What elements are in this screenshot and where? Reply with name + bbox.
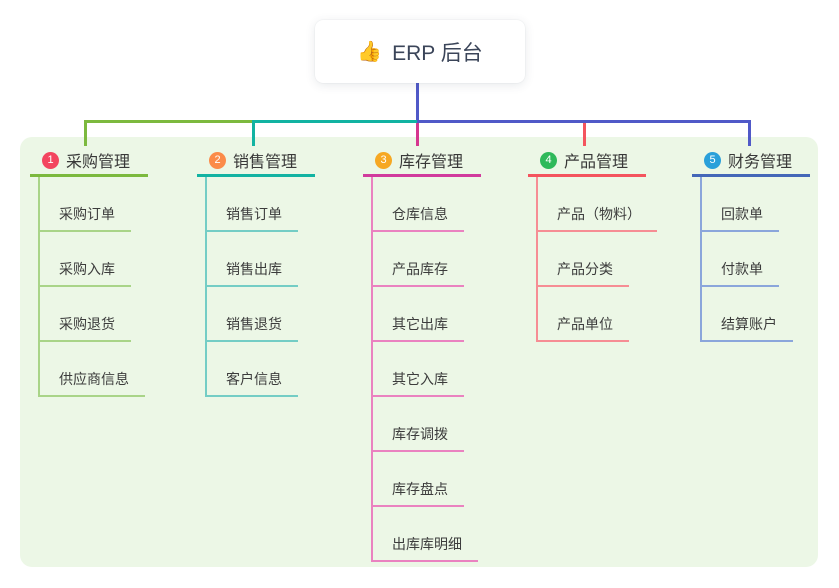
- node-purchase-order[interactable]: 采购订单: [38, 177, 148, 232]
- branch-number-badge: 1: [42, 151, 59, 169]
- branch-purchase: 1 采购管理 采购订单 采购入库 采购退货 供应商信息: [30, 146, 148, 397]
- node-product-material[interactable]: 产品（物料）: [536, 177, 657, 232]
- node-stock-transfer[interactable]: 库存调拨: [371, 397, 481, 452]
- node-label[interactable]: 供应商信息: [38, 369, 145, 397]
- node-label[interactable]: 采购入库: [38, 259, 131, 287]
- branch-title-label: 销售管理: [233, 154, 298, 171]
- node-label[interactable]: 客户信息: [205, 369, 298, 397]
- branch-title-label: 采购管理: [66, 154, 131, 171]
- branch-finance: 5 财务管理 回款单 付款单 结算账户: [692, 146, 810, 342]
- node-sales-order[interactable]: 销售订单: [205, 177, 315, 232]
- node-label[interactable]: 销售订单: [205, 204, 298, 232]
- node-purchase-inbound[interactable]: 采购入库: [38, 232, 148, 287]
- branch-number-badge: 2: [209, 151, 226, 169]
- node-receipt-order[interactable]: 回款单: [700, 177, 810, 232]
- node-label[interactable]: 采购订单: [38, 204, 131, 232]
- branch-sales: 2 销售管理 销售订单 销售出库 销售退货 客户信息: [197, 146, 315, 397]
- branch-finance-children: 回款单 付款单 结算账户: [700, 177, 810, 342]
- node-label[interactable]: 库存调拨: [371, 424, 464, 452]
- node-label[interactable]: 库存盘点: [371, 479, 464, 507]
- branch-purchase-children: 采购订单 采购入库 采购退货 供应商信息: [38, 177, 148, 397]
- branch-child-vline: [205, 177, 207, 397]
- branch-number-badge: 4: [540, 151, 557, 169]
- node-label[interactable]: 回款单: [700, 204, 779, 232]
- branch-product-title[interactable]: 4 产品管理: [528, 146, 646, 177]
- branch-child-vline: [536, 177, 538, 342]
- node-warehouse-info[interactable]: 仓库信息: [371, 177, 481, 232]
- branch-inventory: 3 库存管理 仓库信息 产品库存 其它出库 其它入库 库存调拨 库存盘点 出库库…: [363, 146, 481, 562]
- node-customer-info[interactable]: 客户信息: [205, 342, 315, 397]
- node-purchase-return[interactable]: 采购退货: [38, 287, 148, 342]
- node-sales-return[interactable]: 销售退货: [205, 287, 315, 342]
- node-label[interactable]: 其它出库: [371, 314, 464, 342]
- connector-teal-segment: [254, 120, 417, 123]
- branch-child-vline: [371, 177, 373, 562]
- node-other-inbound[interactable]: 其它入库: [371, 342, 481, 397]
- node-label[interactable]: 产品库存: [371, 259, 464, 287]
- branch1-drop-line: [84, 120, 87, 146]
- node-payment-order[interactable]: 付款单: [700, 232, 810, 287]
- node-label[interactable]: 产品（物料）: [536, 204, 657, 232]
- node-product-category[interactable]: 产品分类: [536, 232, 646, 287]
- node-product-unit[interactable]: 产品单位: [536, 287, 646, 342]
- branch-product: 4 产品管理 产品（物料） 产品分类 产品单位: [528, 146, 657, 342]
- branch-sales-children: 销售订单 销售出库 销售退货 客户信息: [205, 177, 315, 397]
- node-settlement-account[interactable]: 结算账户: [700, 287, 810, 342]
- connector-indigo-segment: [417, 120, 751, 123]
- root-drop-line: [416, 83, 419, 120]
- node-sales-outbound[interactable]: 销售出库: [205, 232, 315, 287]
- branch-number-badge: 3: [375, 151, 392, 169]
- branches-background-panel: [20, 137, 818, 567]
- node-label[interactable]: 出库库明细: [371, 534, 478, 562]
- node-label[interactable]: 采购退货: [38, 314, 131, 342]
- branch-inventory-children: 仓库信息 产品库存 其它出库 其它入库 库存调拨 库存盘点 出库库明细: [371, 177, 481, 562]
- node-label[interactable]: 销售出库: [205, 259, 298, 287]
- node-label[interactable]: 产品分类: [536, 259, 629, 287]
- node-supplier-info[interactable]: 供应商信息: [38, 342, 148, 397]
- branch5-drop-line: [748, 120, 751, 146]
- node-label[interactable]: 付款单: [700, 259, 779, 287]
- branch-title-label: 库存管理: [399, 154, 464, 171]
- node-label[interactable]: 其它入库: [371, 369, 464, 397]
- branch-title-label: 财务管理: [728, 154, 793, 171]
- node-label[interactable]: 产品单位: [536, 314, 629, 342]
- node-label[interactable]: 销售退货: [205, 314, 298, 342]
- thumbs-up-icon: 👍: [357, 41, 383, 63]
- branch2-drop-line: [252, 120, 255, 146]
- connector-green-segment: [84, 120, 254, 123]
- node-product-stock[interactable]: 产品库存: [371, 232, 481, 287]
- branch-child-vline: [38, 177, 40, 397]
- branch-title-label: 产品管理: [564, 154, 629, 171]
- branch3-drop-line: [416, 123, 419, 146]
- node-label[interactable]: 结算账户: [700, 314, 793, 342]
- branch-purchase-title[interactable]: 1 采购管理: [30, 146, 148, 177]
- node-stock-count[interactable]: 库存盘点: [371, 452, 481, 507]
- branch-inventory-title[interactable]: 3 库存管理: [363, 146, 481, 177]
- branch-child-vline: [700, 177, 702, 342]
- root-node-erp[interactable]: 👍 ERP 后台: [315, 20, 525, 83]
- branch-finance-title[interactable]: 5 财务管理: [692, 146, 810, 177]
- node-label[interactable]: 仓库信息: [371, 204, 464, 232]
- branch4-drop-line: [583, 123, 586, 146]
- node-other-outbound[interactable]: 其它出库: [371, 287, 481, 342]
- branch-number-badge: 5: [704, 151, 721, 169]
- node-outbound-detail[interactable]: 出库库明细: [371, 507, 481, 562]
- branch-product-children: 产品（物料） 产品分类 产品单位: [536, 177, 657, 342]
- root-node-label: ERP 后台: [392, 41, 483, 65]
- branch-sales-title[interactable]: 2 销售管理: [197, 146, 315, 177]
